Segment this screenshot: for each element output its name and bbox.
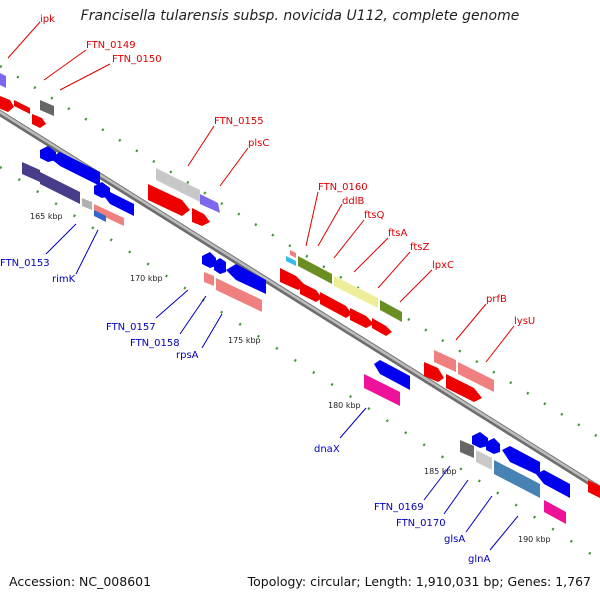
map-title: Francisella tularensis subsp. novicida U… [80, 8, 520, 24]
gene-glna[interactable] [494, 460, 540, 498]
gene-ftn0153b[interactable] [22, 162, 40, 182]
gene-dnax[interactable] [374, 360, 410, 390]
gene-ftn0171[interactable] [424, 362, 444, 382]
gene-ftn0148[interactable] [0, 96, 14, 112]
topology-summary: Topology: circular; Length: 1,910,031 bp… [247, 574, 591, 589]
gene-ftn0151[interactable] [32, 114, 46, 128]
gene-ftn0170[interactable] [502, 446, 540, 476]
label-rpsa[interactable]: rpsA [176, 350, 199, 361]
tick-label-190: 190 kbp [518, 535, 551, 544]
gene-rimk2[interactable] [104, 192, 134, 216]
label-ftn0169[interactable]: FTN_0169 [374, 502, 424, 513]
gene-ftn0154b[interactable] [94, 204, 124, 226]
gene-rpsa[interactable] [226, 264, 266, 294]
gene-ftn0149[interactable] [14, 100, 30, 114]
gene-ftn0153[interactable] [50, 152, 100, 186]
label-ftsq[interactable]: ftsQ [364, 210, 384, 221]
label-glsa[interactable]: glsA [444, 534, 465, 545]
label-ipk[interactable]: ipk [40, 14, 55, 25]
gene-ddlb[interactable] [298, 256, 332, 284]
label-glna[interactable]: glnA [468, 554, 490, 565]
label-lysu[interactable]: lysU [514, 316, 535, 327]
label-ftsz[interactable]: ftsZ [410, 242, 429, 253]
label-ftn0170[interactable]: FTN_0170 [396, 518, 446, 529]
gene-rimk[interactable] [94, 182, 110, 198]
gene-ftn0167[interactable] [350, 308, 374, 328]
gene-ftn0156[interactable] [148, 184, 190, 216]
outer-tick-track [0, 64, 600, 440]
reverse-gene-labels: FTN_0153 rimK FTN_0157 FTN_0158 rpsA dna… [0, 258, 490, 565]
gene-ftn0168[interactable] [372, 318, 392, 336]
gene-ftn0171r[interactable] [460, 440, 474, 458]
gene-ftn0154c[interactable] [94, 210, 106, 222]
gene-ftn0159b[interactable] [216, 278, 262, 312]
gene-ftn0172r[interactable] [476, 450, 492, 470]
reverse-genes [22, 146, 570, 524]
tick-label-180: 180 kbp [328, 401, 361, 410]
gene-ftn0153c[interactable] [40, 172, 80, 204]
gene-ftn0156b[interactable] [192, 208, 210, 226]
label-ftn0158[interactable]: FTN_0158 [130, 338, 180, 349]
gene-prfb[interactable] [434, 350, 456, 372]
label-dnax[interactable]: dnaX [314, 444, 340, 455]
label-plsc[interactable]: plsC [248, 138, 269, 149]
gene-ftn0157[interactable] [202, 252, 216, 268]
gene-glsa[interactable] [536, 470, 570, 498]
forward-gene-labels: ipk FTN_0149 FTN_0150 FTN_0155 plsC FTN_… [40, 14, 535, 327]
label-prfb[interactable]: prfB [486, 294, 507, 305]
gene-ftn0160[interactable] [290, 250, 296, 258]
tick-label-165: 165 kbp [30, 212, 63, 221]
gene-ftn0160b[interactable] [286, 256, 296, 266]
tick-labels: 165 kbp 170 kbp 175 kbp 180 kbp 185 kbp … [30, 212, 551, 544]
tick-label-185: 185 kbp [424, 467, 457, 476]
label-ftn0153[interactable]: FTN_0153 [0, 258, 50, 269]
gene-ftn0175[interactable] [544, 500, 566, 524]
label-rimk[interactable]: rimK [52, 274, 76, 285]
gene-ftn0166[interactable] [320, 292, 352, 318]
label-ftn0155[interactable]: FTN_0155 [214, 116, 264, 127]
gene-ftn0159[interactable] [204, 272, 214, 286]
gene-lysu[interactable] [458, 362, 494, 392]
gene-lpxc[interactable] [300, 282, 322, 302]
gene-ftn0155[interactable] [156, 168, 200, 202]
tick-label-170: 170 kbp [130, 274, 163, 283]
label-ftn0160[interactable]: FTN_0160 [318, 182, 368, 193]
reverse-label-group [45, 223, 519, 551]
gene-ftsa[interactable] [380, 300, 402, 322]
gene-ftn0169b[interactable] [486, 438, 500, 454]
gene-ipk[interactable] [0, 72, 6, 88]
gene-ftn0154[interactable] [82, 198, 92, 210]
gene-dnax2[interactable] [364, 374, 400, 406]
accession-text: Accession: NC_008601 [9, 574, 152, 589]
gene-ftsq[interactable] [334, 276, 378, 308]
gene-ftn0180[interactable] [588, 480, 600, 498]
gene-ftn0158[interactable] [214, 258, 226, 274]
label-ftn0149[interactable]: FTN_0149 [86, 40, 136, 51]
label-ftn0157[interactable]: FTN_0157 [106, 322, 156, 333]
backbone [0, 109, 600, 493]
tick-label-175: 175 kbp [228, 336, 261, 345]
gene-plsc[interactable] [200, 194, 220, 213]
gene-ftsz[interactable] [280, 268, 306, 290]
label-ftn0150[interactable]: FTN_0150 [112, 54, 162, 65]
gene-ftn0150[interactable] [40, 100, 54, 116]
label-ftsa[interactable]: ftsA [388, 228, 407, 239]
label-lpxc[interactable]: lpxC [432, 260, 454, 271]
forward-genes [0, 72, 600, 498]
gene-ftn0169[interactable] [472, 432, 488, 448]
forward-label-group [7, 21, 515, 363]
gene-ftn0172[interactable] [446, 374, 482, 402]
label-ddlb[interactable]: ddlB [342, 196, 364, 207]
inner-tick-track [0, 165, 600, 562]
